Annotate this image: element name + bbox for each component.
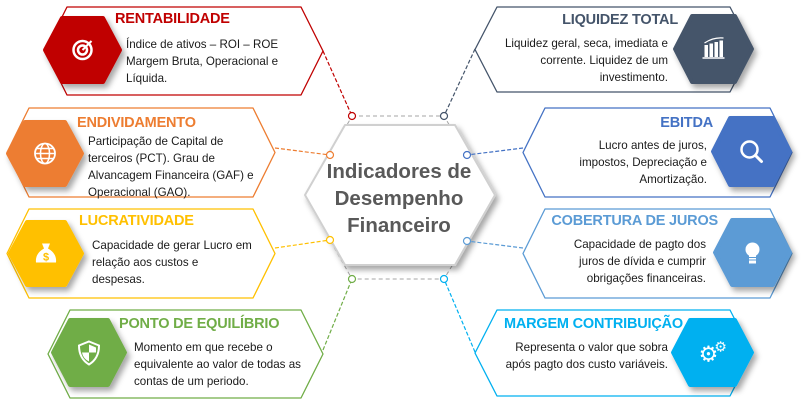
card-title: LUCRATIVIDADE bbox=[79, 213, 194, 229]
gears-icon: ⚙⚙ bbox=[699, 340, 727, 368]
card-outline bbox=[47, 309, 324, 399]
connector-line bbox=[466, 240, 524, 249]
center-title-line: Financeiro bbox=[347, 214, 451, 237]
lightbulb-icon bbox=[745, 242, 760, 264]
connector-dot bbox=[347, 274, 357, 284]
bar-chart-icon bbox=[702, 37, 725, 59]
center-title-line: Desempenho bbox=[334, 187, 464, 210]
connector-line bbox=[322, 50, 353, 117]
indicator-card bbox=[6, 107, 335, 198]
indicator-card: ⚙⚙ bbox=[439, 274, 754, 397]
center-hexagon bbox=[304, 124, 496, 266]
icon-hexagon bbox=[673, 14, 754, 84]
card-text: Índice de ativos – ROI – ROE Margem Brut… bbox=[126, 38, 279, 85]
indicator-card: $ bbox=[6, 208, 335, 299]
card-text: Representa o valor que sobra após pagto … bbox=[505, 341, 668, 371]
card-text: Capacidade de gerar Lucro em relação aos… bbox=[92, 239, 252, 286]
card-text: Lucro antes de juros, impostos, Deprecia… bbox=[579, 139, 707, 186]
card-text: Momento em que recebe o equivalente ao v… bbox=[134, 341, 301, 388]
svg-text:$: $ bbox=[43, 252, 49, 264]
card-title: EBITDA bbox=[660, 115, 713, 131]
center-title: Indicadores de Desempenho Financeiro bbox=[305, 158, 493, 239]
card-text: Liquidez geral, seca, imediata e corrent… bbox=[504, 37, 668, 84]
connector-dot bbox=[347, 111, 357, 121]
card-title: MARGEM CONTRIBUIÇÃO bbox=[503, 316, 683, 332]
indicator-card bbox=[462, 107, 793, 198]
card-title: ENDIVIDAMENTO bbox=[77, 115, 196, 131]
connector-dot bbox=[439, 111, 449, 121]
card-text: Capacidade de pagto dos juros de dívida … bbox=[573, 238, 706, 285]
indicator-card bbox=[462, 208, 793, 299]
indicator-card bbox=[47, 274, 357, 399]
card-outline bbox=[44, 6, 324, 96]
card-title: RENTABILIDADE bbox=[115, 11, 230, 27]
icon-hexagon bbox=[711, 116, 792, 187]
connector-line bbox=[322, 278, 353, 351]
card-outline bbox=[6, 107, 276, 198]
card-text: Participação de Capital de terceiros (PC… bbox=[88, 135, 254, 199]
connector-dot bbox=[462, 236, 472, 246]
center-title-line: Indicadores de bbox=[326, 160, 472, 183]
card-outline bbox=[6, 208, 276, 299]
target-icon bbox=[72, 39, 93, 61]
globe-icon bbox=[34, 142, 56, 165]
card-title: COBERTURA DE JUROS bbox=[551, 213, 718, 229]
icon-hexagon bbox=[671, 318, 754, 387]
connector-line bbox=[443, 278, 476, 353]
shield-icon bbox=[77, 340, 101, 366]
card-title: LIQUIDEZ TOTAL bbox=[562, 12, 678, 28]
connector-line bbox=[443, 48, 476, 117]
connector-line bbox=[274, 147, 331, 156]
magnifier-icon bbox=[740, 140, 763, 163]
connector-dot bbox=[462, 150, 472, 160]
svg-text:⚙: ⚙ bbox=[699, 343, 719, 368]
svg-text:⚙: ⚙ bbox=[714, 340, 727, 356]
connector-dot bbox=[325, 235, 335, 245]
indicator-card bbox=[43, 6, 357, 121]
card-title: PONTO DE EQUILÍBRIO bbox=[119, 316, 280, 332]
connector-line bbox=[466, 147, 524, 156]
connector-dot bbox=[325, 150, 335, 160]
connector-line bbox=[274, 239, 331, 249]
indicator-card bbox=[439, 6, 754, 121]
connector-dot bbox=[439, 274, 449, 284]
money-bag-icon: $ bbox=[35, 243, 57, 264]
